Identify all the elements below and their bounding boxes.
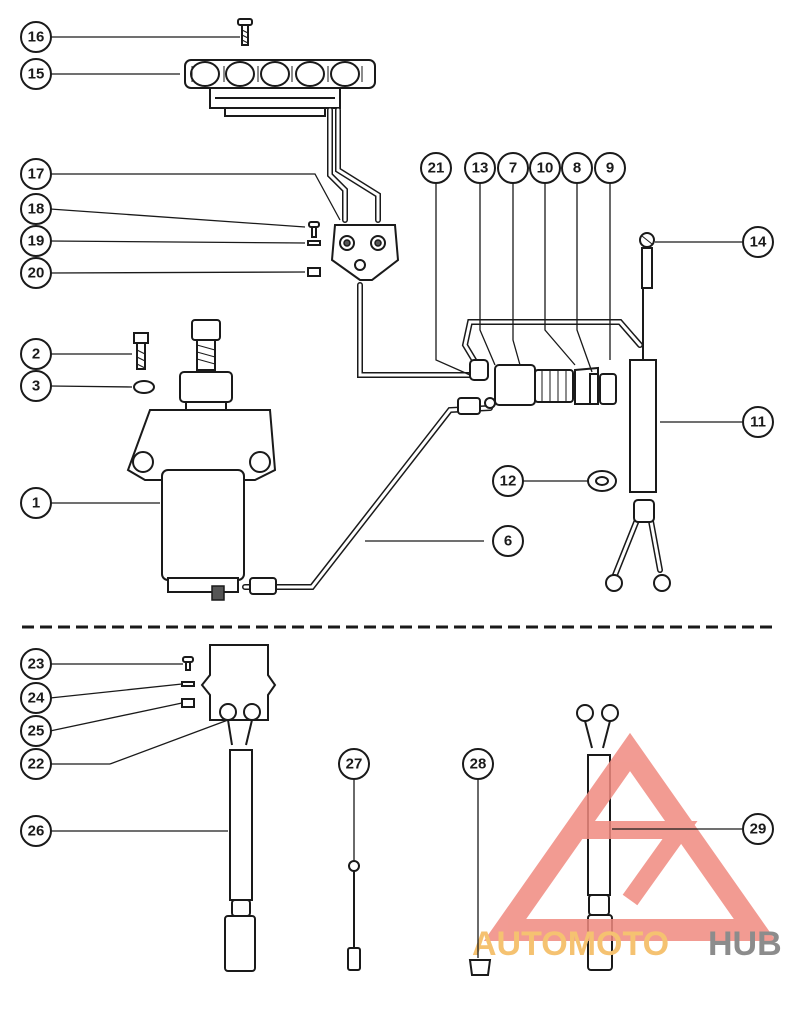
starter-motor-part-1	[126, 319, 277, 601]
nut-part-20	[307, 267, 321, 277]
svg-text:18: 18	[28, 201, 45, 218]
boot-part-13	[469, 359, 489, 381]
washer-part-24	[181, 681, 195, 687]
callout-21: 21	[420, 152, 452, 184]
svg-text:29: 29	[750, 821, 767, 838]
connector-part-28	[468, 959, 492, 976]
grommet-part-12	[587, 470, 617, 492]
solenoid-part-7	[461, 319, 643, 409]
callout-18: 18	[20, 193, 52, 225]
washer-part-3	[133, 380, 155, 394]
callout-10: 10	[529, 152, 561, 184]
screw-part-14	[639, 232, 655, 289]
watermark-text-left: AUTOMOTO	[472, 925, 669, 963]
callout-16: 16	[20, 21, 52, 53]
svg-text:25: 25	[28, 723, 45, 740]
callout-25: 25	[20, 715, 52, 747]
bolt-part-2	[133, 332, 149, 370]
svg-text:14: 14	[750, 234, 767, 251]
callout-22: 22	[20, 748, 52, 780]
svg-text:6: 6	[504, 533, 512, 550]
bracket-part-22	[200, 644, 277, 721]
callout-2: 2	[20, 338, 52, 370]
svg-text:7: 7	[509, 160, 517, 177]
screw-part-16	[237, 18, 253, 46]
callout-6: 6	[492, 525, 524, 557]
watermark-logo	[483, 732, 777, 941]
callout-9: 9	[594, 152, 626, 184]
callout-3: 3	[20, 370, 52, 402]
nut-part-9	[599, 373, 617, 405]
svg-text:21: 21	[428, 160, 445, 177]
callout-7: 7	[497, 152, 529, 184]
lead-part-27	[347, 860, 361, 971]
washer-part-19	[307, 240, 321, 246]
svg-text:3: 3	[32, 378, 40, 395]
svg-text:11: 11	[750, 414, 766, 431]
nut-part-25	[181, 698, 195, 708]
svg-text:23: 23	[28, 656, 45, 673]
svg-text:16: 16	[28, 29, 45, 46]
watermark-text-right: HUB	[708, 925, 782, 963]
harness-part-26	[224, 719, 256, 972]
svg-text:28: 28	[470, 756, 487, 773]
svg-text:10: 10	[537, 160, 554, 177]
callout-24: 24	[20, 682, 52, 714]
callout-27: 27	[338, 748, 370, 780]
svg-text:9: 9	[606, 160, 614, 177]
callout-29: 29	[742, 813, 774, 845]
screw-part-18	[308, 221, 320, 238]
callout-14: 14	[742, 226, 774, 258]
callout-8: 8	[561, 152, 593, 184]
svg-text:17: 17	[28, 166, 45, 183]
svg-text:8: 8	[573, 160, 581, 177]
cable-part-6	[249, 577, 277, 595]
callout-17: 17	[20, 158, 52, 190]
svg-text:2: 2	[32, 346, 40, 363]
callout-11: 11	[742, 406, 774, 438]
screw-part-23	[182, 656, 194, 671]
svg-text:24: 24	[28, 690, 45, 707]
svg-text:19: 19	[28, 233, 45, 250]
callout-20: 20	[20, 257, 52, 289]
callout-15: 15	[20, 58, 52, 90]
svg-text:12: 12	[500, 473, 517, 490]
svg-text:15: 15	[28, 66, 45, 83]
svg-text:1: 1	[32, 495, 40, 512]
cable-part-11	[605, 288, 671, 592]
callout-12: 12	[492, 465, 524, 497]
svg-text:13: 13	[472, 160, 489, 177]
callout-1: 1	[20, 487, 52, 519]
callout-26: 26	[20, 815, 52, 847]
callout-28: 28	[462, 748, 494, 780]
svg-text:20: 20	[28, 265, 45, 282]
callout-13: 13	[464, 152, 496, 184]
leader-lines	[49, 36, 742, 958]
leader-21	[435, 178, 471, 376]
svg-text:22: 22	[28, 756, 45, 773]
bracket-part-17	[330, 224, 400, 281]
callout-23: 23	[20, 648, 52, 680]
svg-text:26: 26	[28, 823, 45, 840]
terminal-block-part-15	[184, 59, 376, 117]
washer-part-8	[589, 373, 599, 405]
callout-19: 19	[20, 225, 52, 257]
svg-text:27: 27	[346, 756, 363, 773]
